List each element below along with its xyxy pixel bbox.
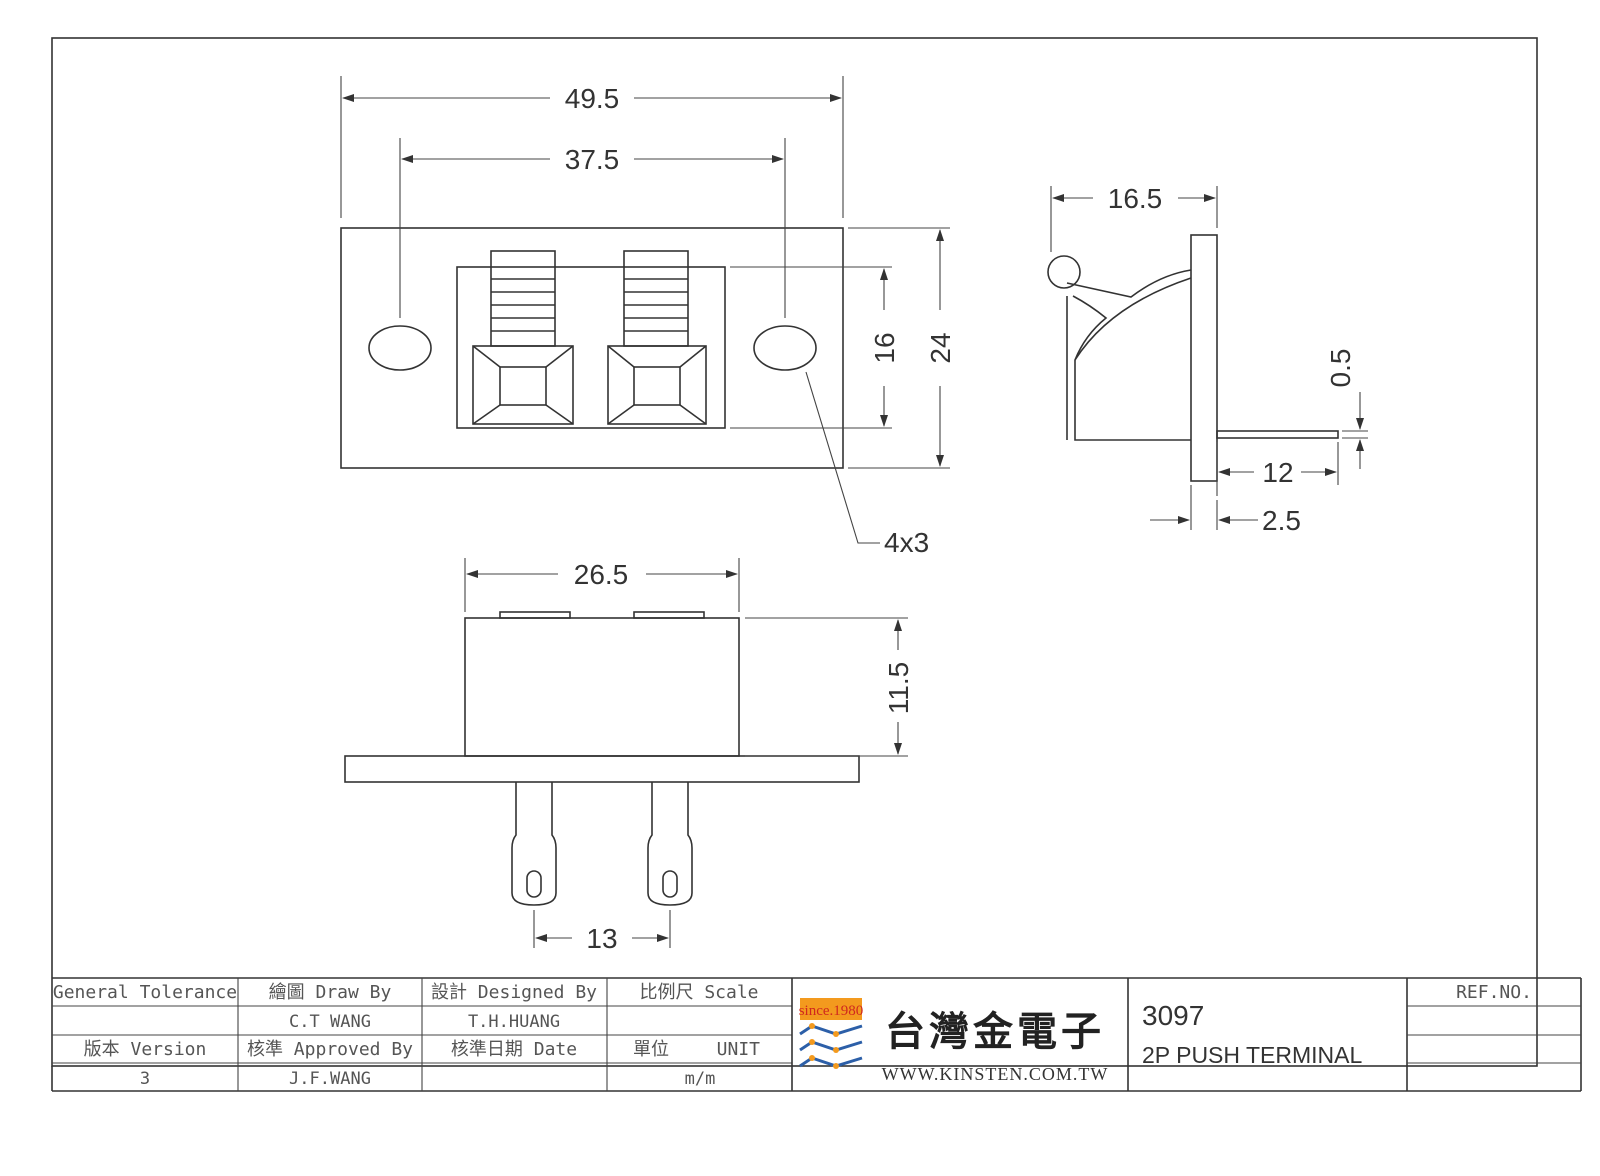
side-flange — [1190, 234, 1218, 482]
approved-by-label: 核準 Approved By — [247, 1039, 413, 1060]
dim-overall-width: 49.5 — [565, 83, 620, 114]
unit-label-en: UNIT — [717, 1039, 761, 1060]
company-url: WWW.KINSTEN.COM.TW — [882, 1064, 1109, 1084]
draw-by-label: 繪圖 Draw By — [269, 982, 392, 1003]
general-tolerance-label: General Tolerance — [53, 982, 237, 1003]
bottom-view: 26.5 11.5 13 — [344, 558, 914, 954]
designed-by-label: 設計 Designed By — [431, 982, 597, 1003]
dim-body-height: 11.5 — [883, 662, 914, 714]
version-label: 版本 Version — [84, 1039, 207, 1060]
date-label: 核準日期 Date — [451, 1039, 577, 1060]
dim-pin-pitch: 13 — [586, 923, 617, 954]
side-pin — [1216, 430, 1339, 439]
company-logo: since.1980 — [799, 998, 864, 1069]
scale-label: 比例尺 Scale — [639, 982, 758, 1003]
unit-label: 單位 — [633, 1039, 669, 1060]
dim-window-height: 16 — [869, 332, 900, 363]
front-plate — [340, 227, 844, 469]
draw-by-value: C.T WANG — [289, 1012, 371, 1032]
company-since: since.1980 — [799, 1003, 864, 1019]
base-flange — [344, 755, 860, 783]
solder-pin-left — [511, 782, 557, 906]
sheet-border — [51, 37, 1538, 1067]
dim-body-width: 26.5 — [574, 559, 629, 590]
front-window — [456, 266, 726, 429]
designed-by-value: T.H.HUANG — [468, 1012, 560, 1032]
lever-pivot — [1047, 255, 1081, 289]
part-number: 3097 — [1142, 1000, 1204, 1031]
side-view: 16.5 0.5 12 2.5 — [1047, 183, 1368, 536]
front-view: 49.5 37.5 16 24 4x3 — [340, 76, 956, 558]
company-name: 台灣金電子 — [885, 1008, 1105, 1055]
mounting-hole-right — [753, 325, 817, 371]
solder-pin-right — [647, 782, 693, 906]
version-value: 3 — [140, 1069, 150, 1089]
dim-flange-thickness: 2.5 — [1262, 505, 1301, 536]
title-block: General Tolerance 繪圖 Draw By C.T WANG 設計… — [51, 977, 1582, 1092]
dim-hole-size: 4x3 — [884, 527, 929, 558]
unit-value: m/m — [685, 1069, 716, 1089]
dim-hole-pitch: 37.5 — [565, 144, 620, 175]
dim-pin-length: 12 — [1262, 457, 1293, 488]
dim-overall-height: 24 — [925, 332, 956, 363]
mounting-hole-left — [368, 325, 432, 371]
approved-by-value: J.F.WANG — [289, 1069, 371, 1089]
body-block — [464, 617, 740, 757]
ref-no-label: REF.NO. — [1456, 982, 1532, 1003]
dim-pin-thickness: 0.5 — [1325, 349, 1356, 388]
part-name: 2P PUSH TERMINAL — [1142, 1042, 1362, 1068]
dim-side-depth: 16.5 — [1108, 183, 1163, 214]
